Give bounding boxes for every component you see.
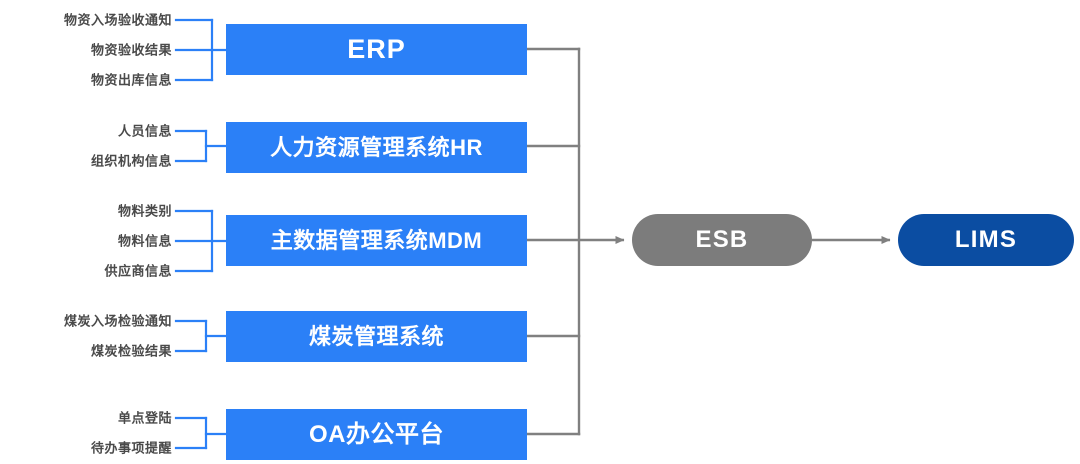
- feed-label-coal-inbound-inspection-notice: 煤炭入场检验通知: [63, 313, 172, 329]
- bus-node-esb[interactable]: ESB: [632, 214, 812, 266]
- feed-label-material-info: 物料信息: [117, 233, 172, 249]
- system-box-oa-label: OA办公平台: [309, 420, 444, 448]
- feed-label-todo-reminder: 待办事项提醒: [90, 440, 172, 456]
- system-box-mdm-label: 主数据管理系统MDM: [270, 227, 483, 253]
- feed-label-material-acceptance-result: 物资验收结果: [90, 42, 172, 58]
- feed-label-material-outbound-info: 物资出库信息: [90, 72, 172, 88]
- feed-label-personnel-info: 人员信息: [117, 123, 172, 139]
- system-box-erp[interactable]: ERP: [226, 24, 527, 75]
- feed-label-single-sign-on: 单点登陆: [117, 410, 172, 426]
- bracket-mdm: [174, 209, 228, 273]
- system-box-coal-label: 煤炭管理系统: [308, 323, 444, 349]
- bracket-coal: [174, 319, 228, 353]
- feed-label-org-structure-info: 组织机构信息: [90, 153, 172, 169]
- system-box-hr-label: 人力资源管理系统HR: [270, 134, 483, 160]
- feed-label-supplier-info: 供应商信息: [104, 263, 172, 279]
- feed-label-material-inbound-notice: 物资入场验收通知: [63, 12, 172, 28]
- bracket-oa: [174, 416, 228, 450]
- bracket-hr: [174, 129, 228, 163]
- feed-label-coal-inspection-result: 煤炭检验结果: [90, 343, 172, 359]
- bus-rail: [525, 47, 581, 436]
- system-box-hr[interactable]: 人力资源管理系统HR: [226, 122, 527, 173]
- target-node-lims-label: LIMS: [954, 226, 1018, 253]
- system-box-erp-label: ERP: [347, 34, 406, 64]
- system-box-coal[interactable]: 煤炭管理系统: [226, 311, 527, 362]
- target-node-lims[interactable]: LIMS: [898, 214, 1074, 266]
- system-box-oa[interactable]: OA办公平台: [226, 409, 527, 460]
- bus-node-esb-label: ESB: [695, 226, 749, 253]
- feed-label-material-category: 物料类别: [117, 203, 172, 219]
- bracket-erp: [174, 18, 228, 82]
- system-box-mdm[interactable]: 主数据管理系统MDM: [226, 215, 527, 266]
